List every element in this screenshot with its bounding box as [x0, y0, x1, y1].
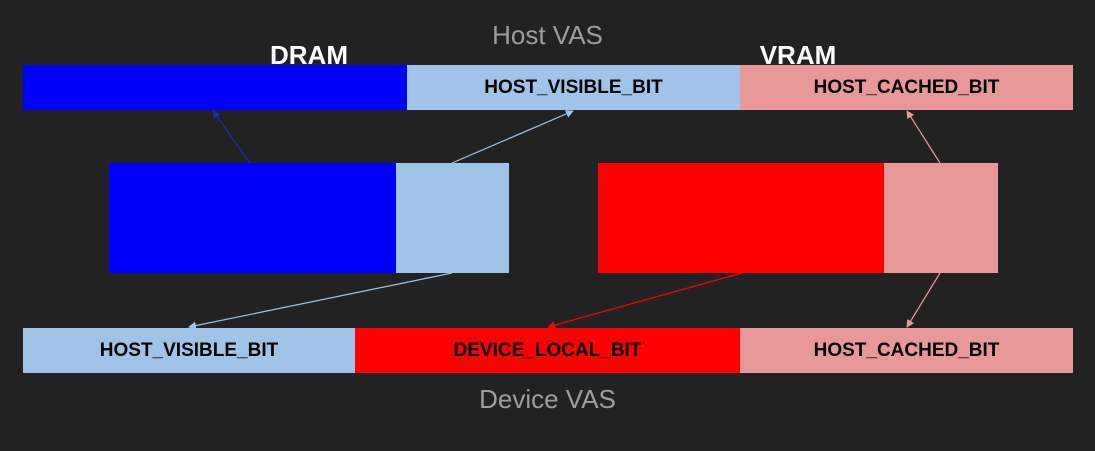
dram-host-visible-region: [396, 163, 509, 273]
arrow-dram-visible-to-device-visible: [188, 272, 453, 330]
arrow-dram-visible-to-host-visible: [451, 110, 574, 164]
dram-label: DRAM: [270, 39, 348, 70]
device-vas-caption: Device VAS: [479, 384, 616, 414]
host-vas-dram-segment[interactable]: [23, 65, 407, 110]
device-vas-device-local-label: DEVICE_LOCAL_BIT: [453, 339, 642, 361]
device-vas-host-cached-segment[interactable]: HOST_CACHED_BIT: [740, 328, 1073, 373]
vram-main-region: [598, 163, 884, 273]
host-vas-caption: Host VAS: [492, 20, 603, 50]
host-vas-host-cached-segment[interactable]: HOST_CACHED_BIT: [740, 65, 1073, 110]
arrow-dram-to-host-vas: [212, 110, 251, 164]
host-vas-host-visible-label: HOST_VISIBLE_BIT: [484, 76, 663, 98]
dram-main-region: [109, 163, 396, 273]
device-vas-host-cached-label: HOST_CACHED_BIT: [813, 339, 1000, 361]
host-vas-host-cached-label: HOST_CACHED_BIT: [813, 76, 1000, 98]
vram-label: VRAM: [759, 39, 837, 70]
device-vas-device-local-segment[interactable]: DEVICE_LOCAL_BIT: [355, 328, 740, 373]
arrow-vram-to-device-local: [547, 272, 743, 329]
device-vas-host-visible-label: HOST_VISIBLE_BIT: [99, 339, 279, 361]
device-vas-host-visible-segment[interactable]: HOST_VISIBLE_BIT: [23, 328, 355, 373]
host-vas-host-visible-segment[interactable]: HOST_VISIBLE_BIT: [407, 65, 740, 110]
vram-host-cached-region: [884, 163, 998, 273]
arrow-vram-cached-to-device-cached: [906, 272, 941, 328]
arrow-vram-cached-to-host-cached: [906, 110, 941, 164]
